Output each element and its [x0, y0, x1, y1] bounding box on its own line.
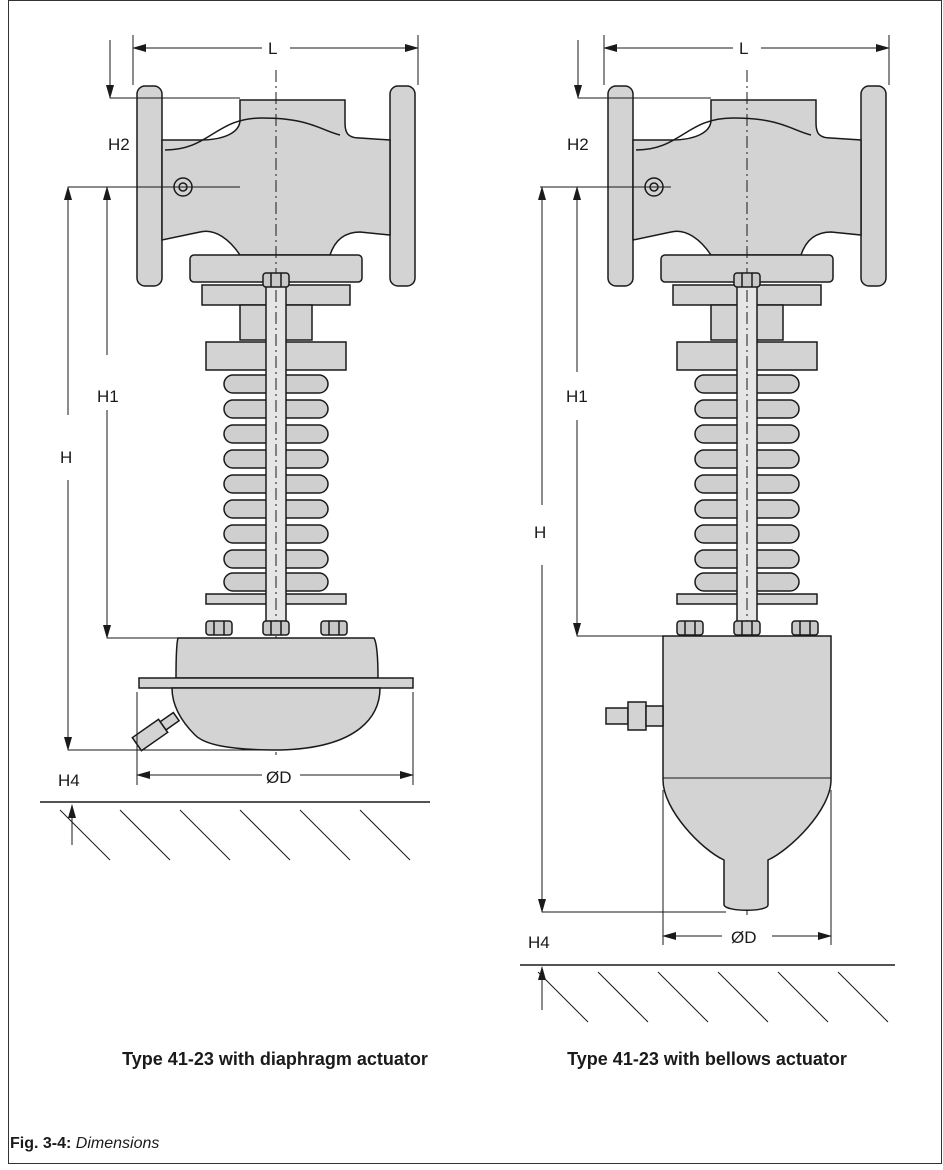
valve-diaphragm-drawing — [131, 70, 416, 755]
dim-H2-left: H2 — [108, 135, 130, 154]
dim-H2-right: H2 — [567, 135, 589, 154]
dim-D-left: ØD — [266, 768, 292, 787]
figure-title: Dimensions — [75, 1135, 160, 1152]
figure-label: Fig. 3-4: — [10, 1135, 72, 1152]
caption-bellows: Type 41-23 with bellows actuator — [567, 1049, 847, 1069]
figure-caption: Fig. 3-4: Dimensions — [10, 1135, 159, 1153]
dim-L-left: L — [268, 39, 277, 58]
dim-H-right: H — [534, 523, 546, 542]
dim-D-right: ØD — [731, 928, 757, 947]
dim-H4-right: H4 — [528, 933, 550, 952]
dim-H-left: H — [60, 448, 72, 467]
dim-L-right: L — [739, 39, 748, 58]
dim-H1-right: H1 — [566, 387, 588, 406]
valve-bellows-drawing — [605, 70, 887, 915]
caption-diaphragm: Type 41-23 with diaphragm actuator — [122, 1049, 428, 1069]
dim-lines-right — [520, 35, 895, 1023]
dim-lines-left — [40, 35, 430, 861]
dim-H1-left: H1 — [97, 387, 119, 406]
dim-H4-left: H4 — [58, 771, 80, 790]
